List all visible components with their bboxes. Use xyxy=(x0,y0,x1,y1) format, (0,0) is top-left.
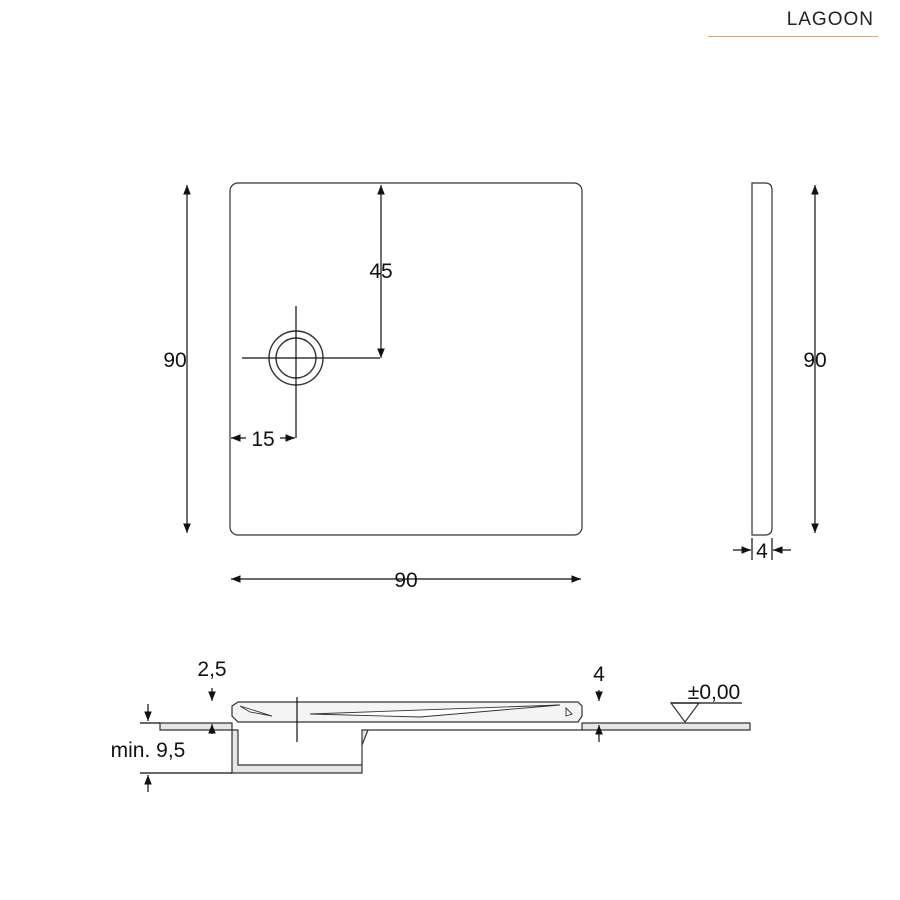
floor-level-label: ±0,00 xyxy=(688,681,740,704)
side-profile xyxy=(751,182,773,536)
brand-rule xyxy=(708,36,878,37)
side-view: 90 4 xyxy=(733,182,827,563)
thickness-dimension-label: 4 xyxy=(756,540,768,563)
side-height-dimension-label: 90 xyxy=(803,349,826,372)
width-dimension-label: 90 xyxy=(394,569,417,592)
top-view: 90 90 45 15 xyxy=(163,182,583,592)
tray-height-dimension-label: 4 xyxy=(593,663,605,686)
tray-outline xyxy=(229,182,583,536)
level-marker-icon xyxy=(669,702,701,724)
drain-left-dimension-label: 15 xyxy=(251,428,274,451)
floor-section xyxy=(159,722,751,774)
brand-name: LAGOON xyxy=(786,9,874,30)
lip-dimension-label: 2,5 xyxy=(197,658,226,681)
header: LAGOON xyxy=(0,0,900,40)
height-dimension-label: 90 xyxy=(163,349,186,372)
drain-icon xyxy=(242,306,380,438)
min-depth-label: min. 9,5 xyxy=(111,739,186,762)
section-view: 2,5 4 ±0,00 min. 9,5 xyxy=(111,658,751,792)
drain-top-dimension-label: 45 xyxy=(369,260,392,283)
